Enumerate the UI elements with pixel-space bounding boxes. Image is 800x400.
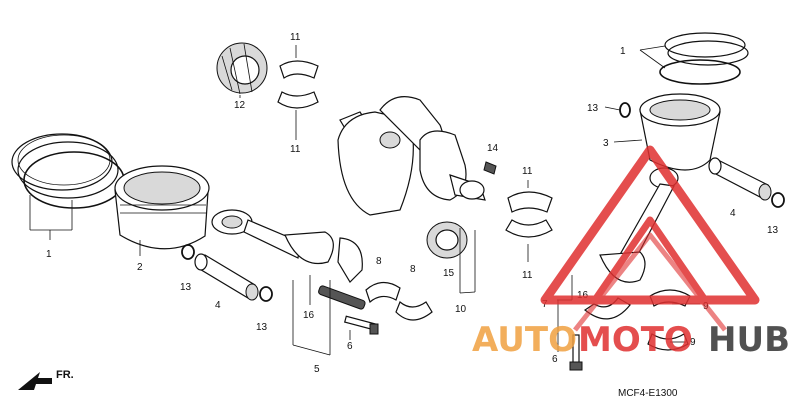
callout-3: 3 (603, 138, 609, 149)
callout-11-center-a: 11 (522, 166, 533, 177)
callout-11-top-b: 11 (290, 144, 301, 155)
callout-15: 15 (443, 268, 455, 279)
callout-14: 14 (487, 143, 499, 154)
callout-16-left: 16 (303, 310, 315, 321)
piston-rings-left (11, 133, 125, 209)
callout-6-right: 6 (552, 354, 558, 365)
callout-11-center-b: 11 (522, 270, 533, 281)
diagram-code: MCF4-E1300 (618, 388, 678, 399)
watermark-hub: HUB (708, 320, 790, 360)
callout-6-left: 6 (347, 341, 353, 352)
clip-right-a (619, 102, 631, 118)
callout-13-left-b: 13 (256, 322, 268, 333)
callout-8-left: 8 (376, 256, 382, 267)
bearing-shell-center-a (507, 191, 553, 213)
piston-right (639, 93, 721, 171)
callout-13-right-b: 13 (767, 225, 779, 236)
piston-rings-right (659, 32, 749, 85)
bearing-shell-9b (647, 333, 689, 351)
callout-4-left: 4 (215, 300, 221, 311)
callout-5: 5 (314, 364, 320, 375)
watermark-moto: MOTO (578, 320, 693, 360)
front-arrow: FR. (18, 369, 74, 390)
callout-1-left: 1 (46, 249, 52, 260)
connecting-rod-left (211, 209, 366, 310)
needle-bearing-center (426, 221, 468, 259)
bearing-shell-top-a (279, 60, 319, 79)
front-label: FR. (56, 369, 74, 381)
callout-1-right: 1 (620, 46, 626, 57)
callout-9-bottom: 9 (690, 337, 696, 348)
needle-bearing-top (216, 42, 268, 95)
clip-left-b (259, 286, 273, 302)
callout-13-right-a: 13 (587, 103, 599, 114)
callout-10: 10 (455, 304, 467, 315)
leader-lines (29, 45, 700, 356)
watermark-auto: AUTO (472, 320, 577, 360)
bolt-6-right (569, 334, 583, 371)
bolt-6-left (343, 315, 379, 335)
callout-4-right: 4 (730, 208, 736, 219)
callout-11-top-a: 11 (290, 32, 301, 43)
clip-left-a (181, 244, 195, 260)
piston-left (114, 165, 210, 250)
woodruff-key (483, 161, 497, 175)
bearing-shell-center-b (505, 219, 553, 238)
callout-2: 2 (137, 262, 143, 273)
callout-12: 12 (234, 100, 246, 111)
watermark-logo: AUTO MOTO HUB (472, 145, 790, 360)
callout-13-left-a: 13 (180, 282, 192, 293)
bearing-shell-top-b (277, 91, 319, 109)
piston-pin-right (708, 157, 772, 201)
clip-right-b (771, 192, 785, 208)
callout-8-right: 8 (410, 264, 416, 275)
bearing-shell-8b (395, 301, 433, 321)
bearing-shell-8a (365, 281, 401, 304)
piston-pin-left (194, 253, 259, 301)
crankshaft (337, 96, 486, 216)
